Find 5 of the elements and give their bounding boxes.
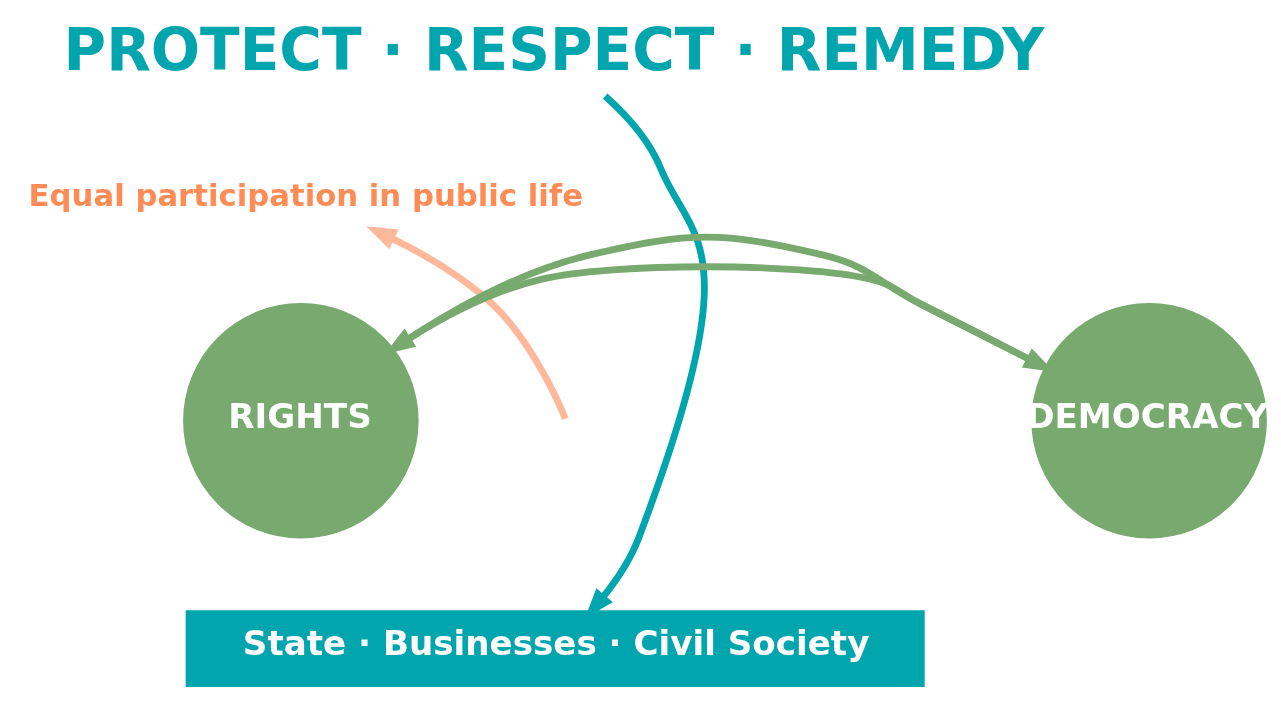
- node-text: Equal participation in public life: [28, 176, 584, 213]
- node-text: PROTECT · RESPECT · REMEDY: [63, 15, 1045, 84]
- arrow: [366, 225, 569, 420]
- node-box: State · Businesses · Civil Society: [185, 609, 925, 687]
- node-circle: DEMOCRACY: [1031, 302, 1267, 539]
